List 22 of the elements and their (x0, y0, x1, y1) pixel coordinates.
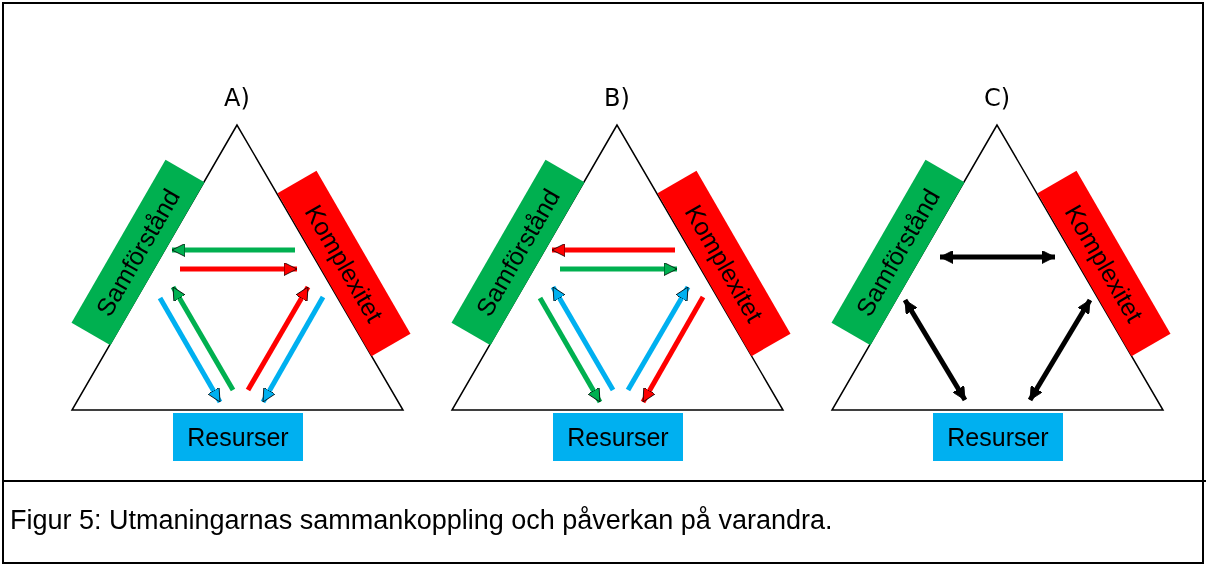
figure-caption: Figur 5: Utmaningarnas sammankoppling och påverkan på varandra. (10, 505, 833, 536)
arrow (537, 296, 603, 404)
panel-label: A) (224, 84, 250, 112)
arrow (902, 298, 968, 402)
arrow (551, 243, 675, 257)
arrow (1027, 298, 1093, 402)
arrow (260, 295, 326, 404)
panel-label: B) (604, 84, 630, 112)
arrow (625, 285, 691, 392)
arrow (550, 285, 616, 392)
arrow (171, 243, 295, 257)
panel-label: C) (983, 84, 1011, 112)
category-label: Resurser (553, 413, 683, 461)
arrow (245, 285, 311, 392)
arrow (170, 285, 236, 392)
arrow (939, 250, 1056, 264)
arrow (640, 295, 706, 404)
arrow (180, 262, 298, 276)
category-label: Resurser (933, 413, 1063, 461)
category-label: Resurser (173, 413, 303, 461)
arrow (560, 262, 678, 276)
arrow (157, 296, 223, 404)
